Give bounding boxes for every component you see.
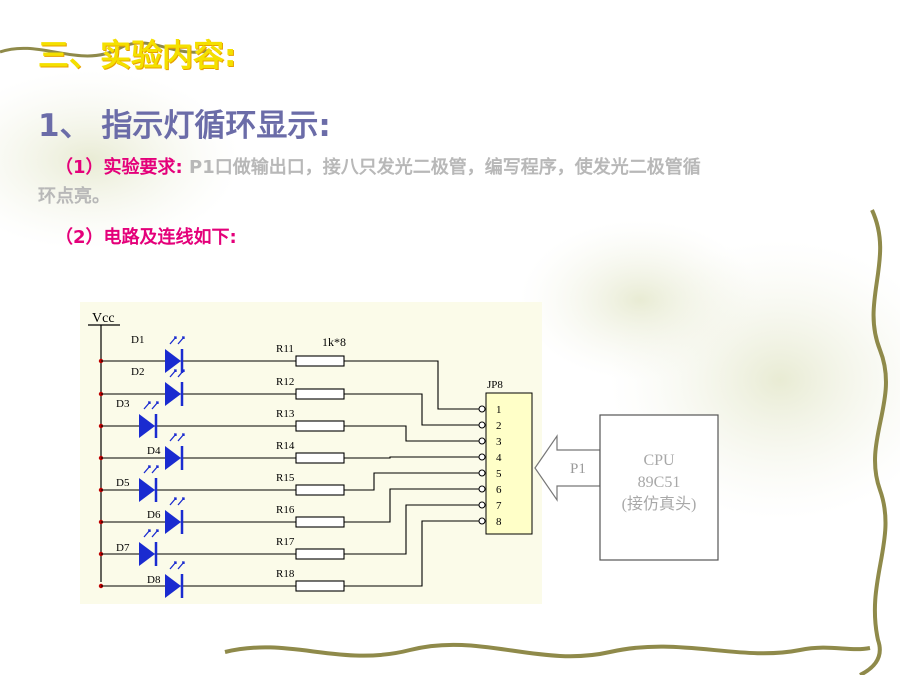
resistor-3	[295, 420, 345, 432]
pin-label: 1	[496, 404, 502, 416]
background-leaf-shape	[0, 70, 240, 250]
resistor-5	[295, 484, 345, 496]
cpu-box	[599, 414, 719, 561]
led-diode-2	[165, 382, 181, 406]
vine-right	[859, 209, 888, 675]
led-diode-4	[165, 446, 181, 470]
light-arrows-icon	[169, 433, 185, 442]
resistor-value-label: 1k*8	[322, 335, 346, 349]
light-arrows-icon	[169, 497, 185, 506]
resistor-label: R18	[276, 568, 295, 580]
pin-terminal	[478, 517, 486, 525]
resistor-2	[295, 388, 345, 400]
requirement-label: （1）实验要求:	[55, 157, 183, 178]
pin-label: 5	[496, 468, 502, 480]
resistor-label: R17	[276, 536, 295, 548]
pin-terminal	[478, 453, 486, 461]
pin-terminal	[478, 485, 486, 493]
led-diode-8	[165, 574, 181, 598]
background-petal-shape	[520, 220, 760, 380]
resistor-label: R15	[276, 472, 295, 484]
pin-terminal	[478, 501, 486, 509]
pin-label: 2	[496, 420, 502, 432]
wire-to-pin	[344, 456, 482, 459]
vine-top	[0, 41, 211, 58]
port-arrow	[534, 434, 601, 502]
wire-to-pin	[344, 520, 482, 587]
diode-label: D7	[116, 542, 130, 554]
resistor-label: R16	[276, 504, 295, 516]
pin-terminal	[478, 421, 486, 429]
pin-terminal	[478, 469, 486, 477]
pin-label: 8	[496, 516, 502, 528]
connector-label: JP8	[487, 379, 503, 391]
pin-label: 4	[496, 452, 502, 464]
requirement-line-2: 环点亮。	[38, 186, 110, 207]
sub-title: 1、 指示灯循环显示:	[38, 108, 331, 144]
wire-to-pin	[344, 425, 482, 442]
light-arrows-icon	[169, 561, 185, 570]
led-diode-7	[139, 542, 155, 566]
resistor-4	[295, 452, 345, 464]
wire-to-pin	[344, 504, 482, 555]
diode-label: D2	[131, 366, 144, 378]
resistor-label: R12	[276, 376, 294, 388]
diode-label: D6	[147, 509, 161, 521]
led-diode-1	[165, 349, 181, 373]
section-title: 三、实验内容:	[38, 38, 237, 74]
pin-label: 7	[496, 500, 502, 512]
connector-pins: 1 2 3 4 5 6 7 8	[478, 404, 502, 528]
cpu-note-label: (接仿真头)	[622, 495, 697, 513]
pin-terminal	[478, 405, 486, 413]
resistor-label: R14	[276, 440, 295, 452]
wire-to-pin	[344, 393, 482, 426]
requirement-line-1: （1）实验要求: P1口做输出口，接八只发光二极管，编写程序，使发光二极管循	[55, 153, 701, 179]
cpu-model-label: 89C51	[638, 474, 681, 491]
pin-label: 6	[496, 484, 502, 496]
pin-terminal	[478, 437, 486, 445]
vine-bottom	[224, 642, 871, 659]
light-arrows-icon	[143, 529, 159, 538]
diode-label: D8	[147, 574, 161, 586]
circuit-heading: （2）电路及连线如下:	[55, 227, 237, 248]
pin-label: 3	[496, 436, 502, 448]
wire-to-pin	[344, 360, 482, 410]
wire-to-pin	[344, 472, 482, 491]
diode-label: D3	[116, 398, 130, 410]
light-arrows-icon	[169, 369, 185, 378]
connector-jp8	[485, 392, 533, 535]
resistor-1	[295, 355, 345, 367]
wire-to-pin	[344, 488, 482, 523]
resistor-label: R11	[276, 343, 294, 355]
resistor-8	[295, 580, 345, 592]
led-diode-6	[165, 510, 181, 534]
resistor-6	[295, 516, 345, 528]
vcc-label: Vcc	[92, 311, 115, 326]
resistor-label: R13	[276, 408, 295, 420]
port-label: P1	[570, 461, 586, 477]
diode-label: D4	[147, 445, 161, 457]
diode-label: D5	[116, 477, 130, 489]
resistor-7	[295, 548, 345, 560]
cpu-label: CPU	[643, 452, 675, 469]
light-arrows-icon	[143, 465, 159, 474]
led-diode-5	[139, 478, 155, 502]
diode-label: D1	[131, 334, 144, 346]
requirement-text: P1口做输出口，接八只发光二极管，编写程序，使发光二极管循	[182, 157, 701, 178]
light-arrows-icon	[169, 336, 185, 345]
led-diode-3	[139, 414, 155, 438]
light-arrows-icon	[143, 401, 159, 410]
